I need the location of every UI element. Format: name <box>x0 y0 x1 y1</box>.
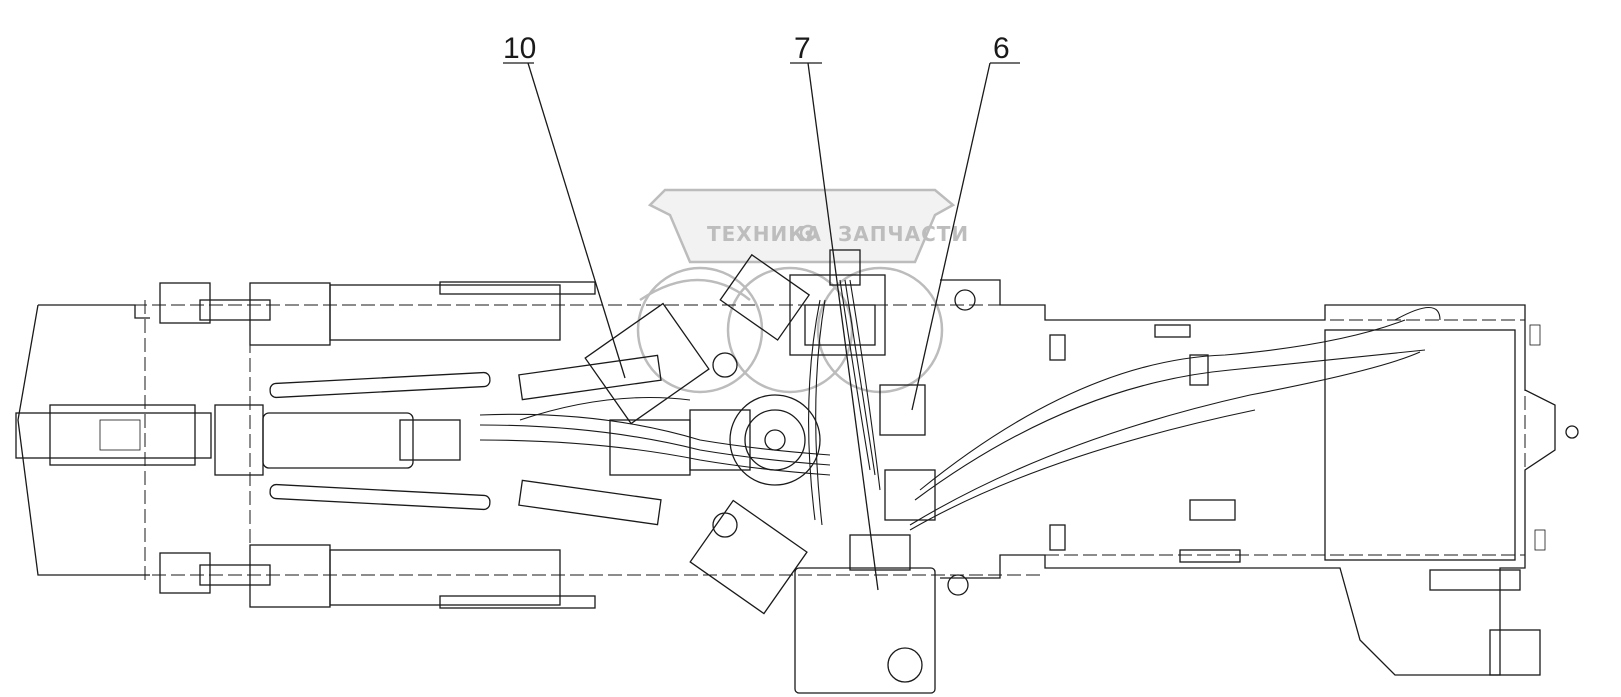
rear-chassis <box>940 279 1579 676</box>
callout-leaders <box>503 62 1020 591</box>
callout-7: 7 <box>794 32 811 65</box>
central-assembly <box>584 249 976 694</box>
watermark-left-text: ТЕХНИКА <box>707 222 822 246</box>
watermark-gear-icon <box>799 224 817 242</box>
watermark: ТЕХНИКА ЗАПЧАСТИ <box>636 188 969 394</box>
cylinders <box>269 354 662 526</box>
hoses <box>479 279 1441 531</box>
frame-outline <box>38 300 1526 580</box>
watermark-right-text: ЗАПЧАСТИ <box>838 222 969 246</box>
callout-6: 6 <box>993 32 1010 65</box>
front-boom <box>15 281 596 609</box>
callout-10: 10 <box>503 32 536 65</box>
callouts: 10 7 6 <box>503 32 1010 65</box>
